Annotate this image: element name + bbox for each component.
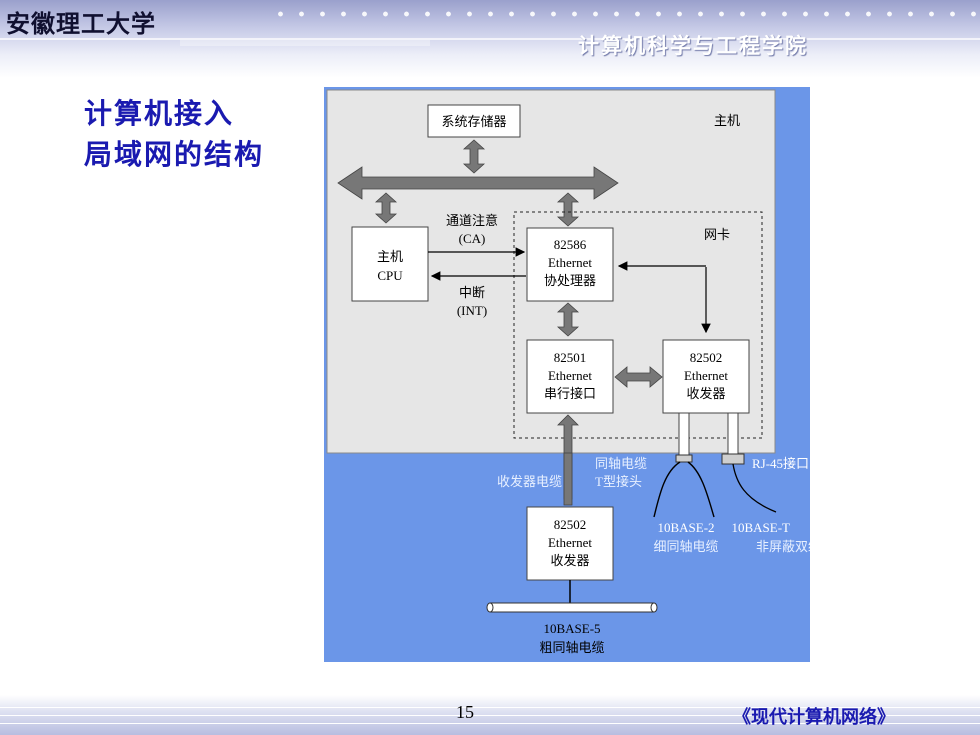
base5-label-1: 10BASE-5 bbox=[543, 621, 600, 636]
ca-label-1: 通道注意 bbox=[446, 213, 498, 228]
chip-82586-line-3: 协处理器 bbox=[544, 273, 596, 288]
coax-label-2: T型接头 bbox=[595, 474, 642, 489]
ca-label-2: (CA) bbox=[459, 231, 486, 246]
chip-82501-box bbox=[526, 339, 614, 414]
chip-82502-inner-line-2: Ethernet bbox=[684, 368, 728, 383]
transceiver-cable-label: 收发器电缆 bbox=[497, 474, 562, 489]
footer-line bbox=[0, 707, 980, 708]
int-label-1: 中断 bbox=[459, 285, 485, 300]
header-line bbox=[0, 38, 980, 40]
chip-82502-outer-box bbox=[526, 506, 614, 581]
nic-boundary bbox=[513, 211, 763, 439]
footer-line bbox=[0, 723, 980, 724]
chip-82502-outer-line-3: 收发器 bbox=[550, 553, 589, 568]
cpu-bus-arrow bbox=[374, 192, 398, 224]
bnc-connector-stub bbox=[678, 412, 690, 456]
chip-82502-inner-line-1: 82502 bbox=[690, 350, 723, 365]
nic-label: 网卡 bbox=[704, 227, 730, 242]
cpu-box bbox=[351, 226, 429, 302]
baset-label-2: 非屏蔽双绞线 bbox=[756, 539, 810, 554]
slide-title-line-1: 计算机接入 bbox=[84, 97, 235, 130]
slide-title-line-2: 局域网的结构 bbox=[84, 138, 265, 171]
rj45-jack bbox=[721, 453, 745, 465]
footer-band bbox=[0, 695, 980, 735]
chip-82501-line-2: Ethernet bbox=[548, 368, 592, 383]
university-name: 安徽理工大学 bbox=[6, 10, 156, 38]
coax-label-1: 同轴电缆 bbox=[595, 456, 647, 471]
rj45-connector-stub bbox=[727, 412, 739, 456]
chip-82502-inner-line-3: 收发器 bbox=[686, 386, 725, 401]
chip-82586-box bbox=[526, 227, 614, 302]
coax-curve-left bbox=[653, 461, 681, 518]
header-glow bbox=[180, 40, 430, 46]
twisted-pair-cable bbox=[732, 463, 777, 513]
t-connector bbox=[675, 454, 693, 463]
base2-label-1: 10BASE-2 bbox=[657, 520, 714, 535]
chip-82502-outer-line-2: Ethernet bbox=[548, 535, 592, 550]
transceiver-cable bbox=[563, 452, 573, 506]
book-title: 《现代计算机网络》 bbox=[733, 707, 895, 728]
network-diagram: 主机 系统存储器 网卡 主机 CPU 通道注意 (CA) 中断 (INT) 82… bbox=[324, 87, 810, 662]
coax-curve-right bbox=[687, 461, 715, 518]
transceiver-link-arrow bbox=[614, 366, 663, 388]
system-bus-arrow bbox=[337, 166, 619, 200]
page-number: 15 bbox=[456, 702, 474, 722]
host-label: 主机 bbox=[714, 113, 740, 128]
header-dot-row bbox=[270, 10, 980, 18]
cpu-label-1: 主机 bbox=[377, 249, 403, 264]
serial-link-arrow bbox=[556, 302, 580, 337]
thick-coax-end-right bbox=[650, 602, 658, 613]
thick-coax-end-left bbox=[486, 602, 494, 613]
chip-82501-line-3: 串行接口 bbox=[544, 386, 596, 401]
memory-bus-arrow bbox=[462, 139, 486, 174]
college-name: 计算机科学与工程学院 bbox=[578, 33, 808, 58]
int-label-2: (INT) bbox=[457, 303, 487, 318]
chip-82502-outer-line-1: 82502 bbox=[554, 517, 587, 532]
chip-82501-line-1: 82501 bbox=[554, 350, 587, 365]
chip-82586-line-1: 82586 bbox=[554, 237, 587, 252]
nic-bus-arrow bbox=[556, 192, 580, 227]
thick-coax-body bbox=[489, 602, 655, 613]
cpu-label-2: CPU bbox=[377, 268, 403, 283]
chip-82586-line-2: Ethernet bbox=[548, 255, 592, 270]
base2-label-2: 细同轴电缆 bbox=[653, 539, 718, 554]
baset-label-1: 10BASE-T bbox=[732, 520, 791, 535]
system-memory-label: 系统存储器 bbox=[441, 114, 506, 129]
rj45-label: RJ-45接口 bbox=[752, 456, 809, 471]
chip-82502-inner-box bbox=[662, 339, 750, 414]
base5-label-2: 粗同轴电缆 bbox=[539, 640, 604, 655]
system-memory-box bbox=[427, 104, 521, 138]
footer-line bbox=[0, 715, 980, 716]
header-band: 安徽理工大学 计算机科学与工程学院 bbox=[0, 0, 980, 78]
